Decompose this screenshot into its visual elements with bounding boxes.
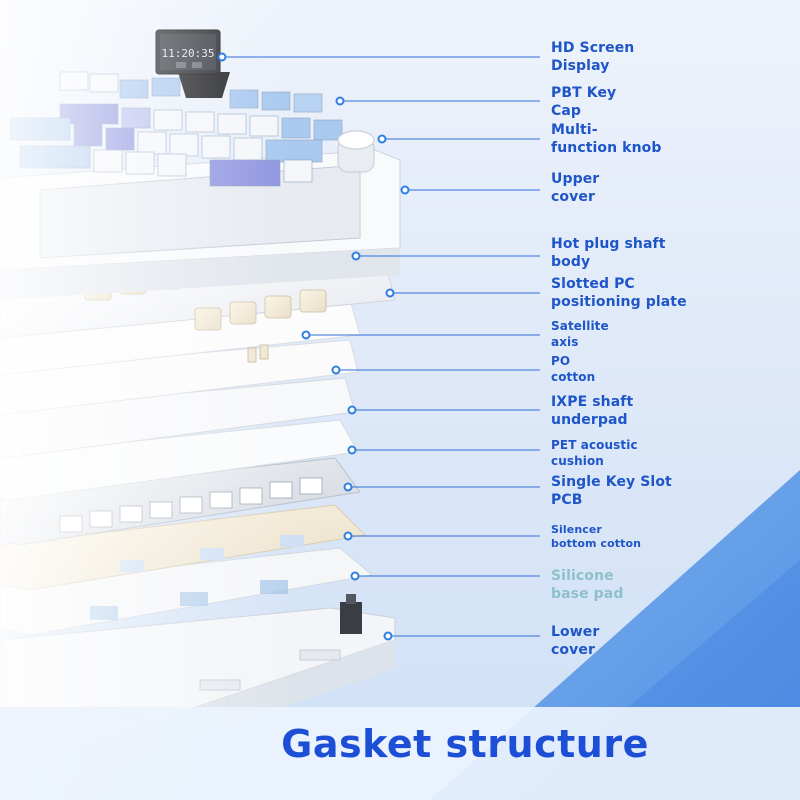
label-pet-acoustic-cushion: PET acoustic cushion <box>551 438 638 468</box>
label-po-cotton: PO cotton <box>551 354 596 384</box>
label-lower-cover: Lower cover <box>551 624 600 658</box>
label-hd-screen: HD Screen Display <box>551 40 635 74</box>
leader-dots <box>217 52 410 641</box>
label-pbt-key-cap: PBT Key Cap <box>551 85 617 119</box>
label-silicone-base-pad: Silicone base pad <box>551 568 624 602</box>
label-multi-function-knob: Multi- function knob <box>551 122 662 156</box>
label-hot-plug-shaft-body: Hot plug shaft body <box>551 236 666 270</box>
screen-time: 11:20:35 <box>162 47 215 60</box>
footer-title: Gasket structure <box>281 722 649 766</box>
footer-banner <box>0 707 800 800</box>
label-single-key-slot-pcb: Single Key Slot PCB <box>551 474 672 508</box>
leader-lines <box>222 56 540 637</box>
label-slotted-pc-positioning-plate: Slotted PC positioning plate <box>551 276 687 310</box>
label-ixpe-shaft-underpad: IXPE shaft underpad <box>551 394 634 428</box>
label-satellite-axis: Satellite axis <box>551 319 609 349</box>
label-silencer-bottom-cotton: Silencer bottom cotton <box>551 523 642 550</box>
label-upper-cover: Upper cover <box>551 171 600 205</box>
